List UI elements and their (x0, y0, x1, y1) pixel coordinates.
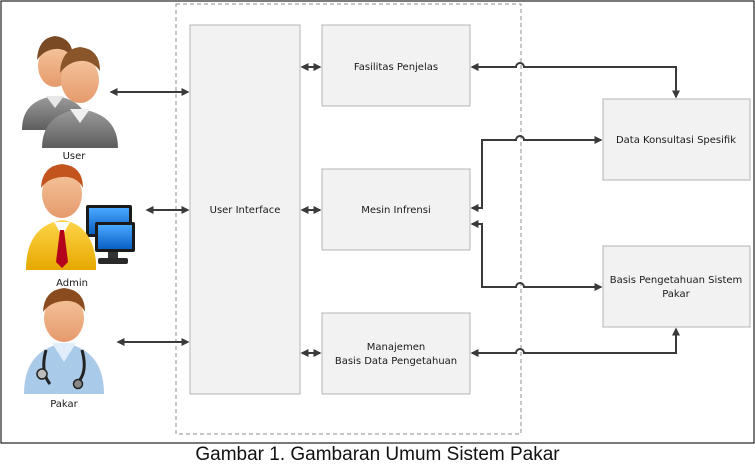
actor-label-pakar: Pakar (50, 399, 78, 410)
basis-pengetahuan-box: Basis Pengetahuan Sistem Pakar (602, 245, 751, 328)
manajemen-basis-data-box: Manajemen Basis Data Pengetahuan (321, 312, 471, 395)
admin-icon (26, 164, 135, 270)
data-konsultasi-label: Data Konsultasi Spesifik (616, 135, 736, 146)
fasilitas-penjelas-box: Fasilitas Penjelas (321, 24, 471, 107)
system-boundary (175, 3, 522, 435)
manajemen-label-line2: Basis Data Pengetahuan (335, 356, 457, 367)
fasilitas-penjelas-label: Fasilitas Penjelas (354, 62, 438, 73)
mesin-infrensi-box: Mesin Infrensi (321, 168, 471, 251)
mesin-infrensi-label: Mesin Infrensi (361, 205, 430, 216)
user-interface-box: User Interface (189, 24, 301, 395)
outer-border (0, 0, 755, 444)
user-interface-label: User Interface (210, 205, 281, 216)
manajemen-label-line1: Manajemen (367, 342, 425, 353)
actor-label-user: User (63, 151, 87, 162)
arrow-manajemen-basispengetahuan (470, 327, 680, 357)
arrow-mesin-basispengetahuan (470, 220, 603, 291)
basis-pengetahuan-label-line1: Basis Pengetahuan Sistem (610, 275, 743, 286)
actor-label-admin: Admin (56, 278, 88, 289)
data-konsultasi-box: Data Konsultasi Spesifik (602, 98, 751, 181)
arrow-fasilitas-datakonsultasi (470, 62, 680, 99)
pakar-icon (24, 288, 104, 394)
basis-pengetahuan-label-line2: Pakar (662, 289, 690, 300)
user-icon (22, 36, 118, 148)
figure-caption: Gambar 1. Gambaran Umum Sistem Pakar (195, 444, 560, 465)
arrow-mesin-datakonsultasi (470, 135, 603, 212)
